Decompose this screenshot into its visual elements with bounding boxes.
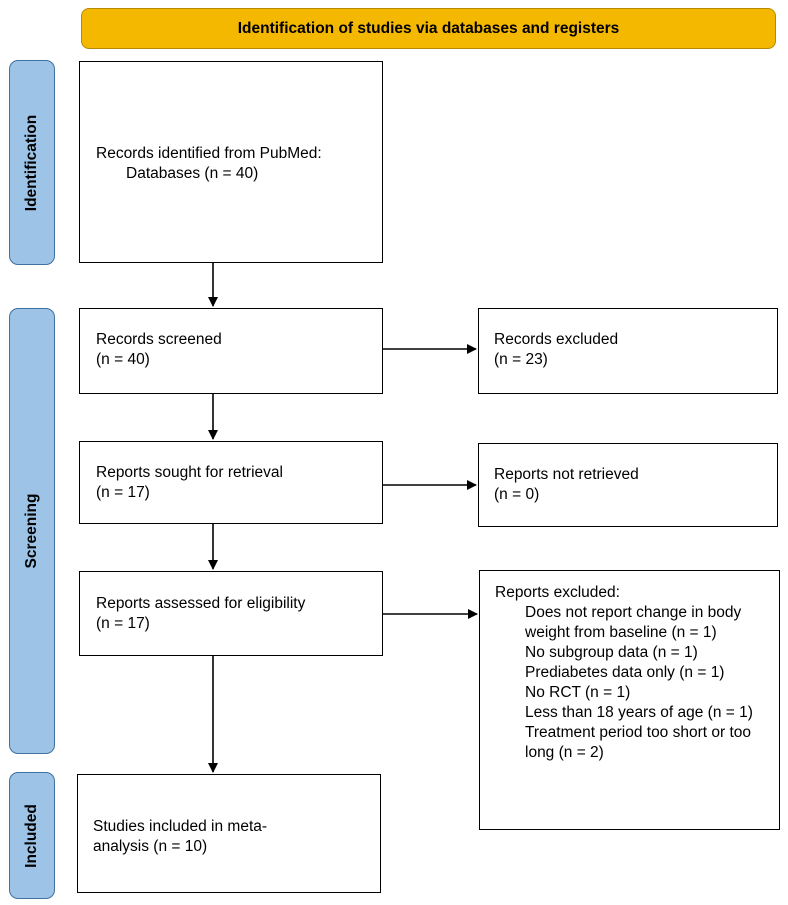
records-screened-line2: (n = 40) (96, 351, 150, 368)
reports-sought-box: Reports sought for retrieval (n = 17) (79, 441, 383, 524)
reports-assessed-line1: Reports assessed for eligibility (96, 595, 306, 612)
reports-sought-line2: (n = 17) (96, 484, 150, 501)
exclusion-reason: No RCT (n = 1) (525, 684, 631, 701)
records-identified-box: Records identified from PubMed: Database… (79, 61, 383, 263)
records-identified-line1: Records identified from PubMed: (96, 145, 322, 162)
stage-identification: Identification (9, 60, 55, 265)
records-screened-box: Records screened (n = 40) (79, 308, 383, 394)
records-identified-line2: Databases (n = 40) (126, 165, 259, 182)
stage-included: Included (9, 772, 55, 899)
studies-included-line2: analysis (n = 10) (93, 838, 208, 855)
exclusion-reason: No subgroup data (n = 1) (525, 644, 698, 661)
reports-not-retrieved-line2: (n = 0) (494, 486, 540, 503)
flow-header: Identification of studies via databases … (81, 8, 776, 49)
reports-not-retrieved-box: Reports not retrieved (n = 0) (478, 443, 778, 527)
stage-screening: Screening (9, 308, 55, 754)
exclusion-reason: Prediabetes data only (n = 1) (525, 664, 725, 681)
records-screened-line1: Records screened (96, 331, 222, 348)
flow-header-title: Identification of studies via databases … (237, 19, 620, 37)
exclusion-reason: Treatment period too short or too long (… (525, 724, 752, 761)
reports-excluded-title: Reports excluded: (495, 584, 620, 601)
reports-not-retrieved-line1: Reports not retrieved (494, 466, 639, 483)
exclusion-reason: Does not report change in body weight fr… (525, 604, 742, 641)
records-excluded-line1: Records excluded (494, 331, 619, 348)
studies-included-box: Studies included in meta- analysis (n = … (77, 774, 381, 893)
records-excluded-box: Records excluded (n = 23) (478, 308, 778, 394)
reports-sought-line1: Reports sought for retrieval (96, 464, 283, 481)
studies-included-line1: Studies included in meta- (93, 818, 268, 835)
exclusion-reason: Less than 18 years of age (n = 1) (525, 704, 753, 721)
reports-excluded-box: Reports excluded: Does not report change… (479, 570, 780, 830)
records-excluded-line2: (n = 23) (494, 351, 548, 368)
reports-assessed-box: Reports assessed for eligibility (n = 17… (79, 571, 383, 656)
reports-assessed-line2: (n = 17) (96, 615, 150, 632)
